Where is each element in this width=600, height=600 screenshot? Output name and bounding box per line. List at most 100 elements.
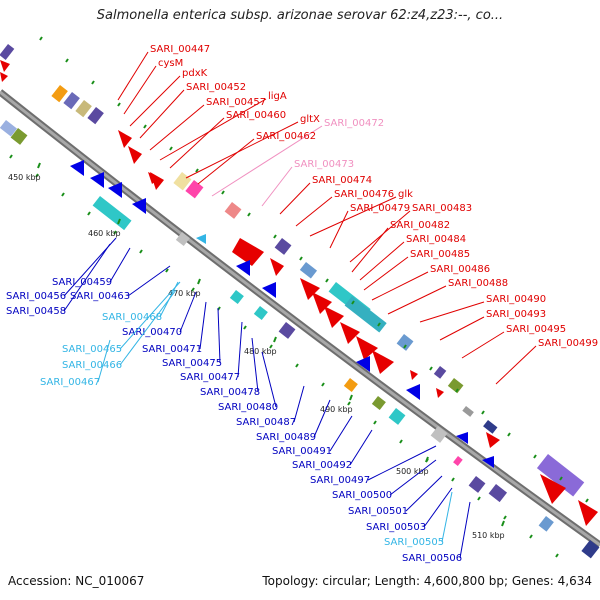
gene-label[interactable]: cysM [158,58,183,69]
gene-label[interactable]: SARI_00476 [334,189,394,200]
gene-label[interactable]: SARI_00459 [52,277,112,288]
scale-label: 450 kbp [8,173,41,182]
feature-block [92,196,132,231]
gene-label[interactable]: SARI_00460 [226,110,286,121]
feature-block [371,396,386,411]
label-leader-line [117,51,149,101]
gene-label[interactable]: gltX [300,114,320,125]
feature-arrow [482,456,494,468]
label-leader-line [405,475,443,512]
gene-label[interactable]: SARI_00474 [312,175,372,186]
gene-label[interactable]: SARI_00463 [70,291,130,302]
gene-label[interactable]: SARI_00473 [294,159,354,170]
minor-tick [477,496,481,501]
minor-tick [143,124,147,129]
gene-label[interactable]: SARI_00489 [256,432,316,443]
label-leader-line [123,65,157,115]
label-leader-line [169,117,225,169]
feature-arrow [312,292,332,314]
gene-label[interactable]: SARI_00475 [162,358,222,369]
feature-block [483,420,498,434]
minor-tick [555,553,559,558]
gene-label[interactable]: SARI_00493 [486,309,546,320]
feature-block [299,261,318,279]
label-leader-line [127,265,171,297]
minor-tick [65,58,69,63]
gene-label[interactable]: SARI_00466 [62,360,122,371]
gene-label[interactable]: SARI_00483 [412,203,472,214]
gene-label[interactable]: SARI_00470 [122,327,182,338]
gene-label[interactable]: SARI_00457 [206,97,266,108]
scale-tick [37,162,41,169]
gene-label[interactable]: SARI_00452 [186,82,246,93]
feature-block [0,120,18,137]
gene-label[interactable]: SARI_00497 [310,475,370,486]
minor-tick [191,287,195,292]
feature-arrow [70,160,84,176]
feature-block [63,92,80,110]
minor-tick [451,477,455,482]
gene-label[interactable]: pdxK [182,68,208,79]
label-leader-line [293,385,305,423]
gene-label[interactable]: SARI_00484 [406,234,466,245]
feature-block [388,408,406,425]
gene-label[interactable]: SARI_00471 [142,344,202,355]
minor-tick [585,498,589,503]
gene-label[interactable]: SARI_00488 [448,278,508,289]
gene-label[interactable]: SARI_00465 [62,344,122,355]
feature-block [75,100,92,118]
feature-arrow [90,172,104,188]
gene-label[interactable]: SARI_00495 [506,324,566,335]
gene-label[interactable]: SARI_00480 [218,402,278,413]
map-title: Salmonella enterica subsp. arizonae sero… [96,8,504,23]
minor-tick [403,344,407,349]
accession-label: Accession: NC_010067 [8,574,145,588]
gene-label[interactable]: glk [398,189,413,200]
gene-label[interactable]: SARI_00456 [6,291,66,302]
label-leader-line [423,487,453,528]
gene-label[interactable]: SARI_00467 [40,377,100,388]
gene-label[interactable]: SARI_00479 [350,203,410,214]
minor-tick [243,325,247,330]
feature-block [581,539,600,559]
gene-label[interactable]: SARI_00499 [538,338,598,349]
feature-block [488,484,508,503]
gene-label[interactable]: ligA [268,91,287,102]
feature-block [462,405,474,417]
label-leader-line [139,89,185,139]
gene-label[interactable]: SARI_00500 [332,490,392,501]
gene-label[interactable]: SARI_00506 [402,553,462,564]
label-leader-line [461,331,505,359]
gene-label[interactable]: SARI_00468 [102,312,162,323]
gene-label[interactable]: SARI_00447 [150,44,210,55]
minor-tick [429,366,433,371]
label-leader-line [295,196,333,227]
gene-label[interactable]: SARI_00482 [390,220,450,231]
gene-label[interactable]: SARI_00472 [324,118,384,129]
gene-label[interactable]: SARI_00492 [292,460,352,471]
gene-label[interactable]: SARI_00490 [486,294,546,305]
label-leader-line [109,247,131,283]
feature-block [343,377,358,393]
label-leader-line [349,210,411,263]
gene-label[interactable]: SARI_00491 [272,446,332,457]
gene-label[interactable]: SARI_00505 [384,537,444,548]
gene-label[interactable]: SARI_00462 [256,131,316,142]
scale-tick [197,278,201,285]
gene-label[interactable]: SARI_00501 [348,506,408,517]
label-leader-line [329,210,349,249]
scale-tick [349,394,353,401]
minor-tick [35,173,39,178]
gene-label[interactable]: SARI_00503 [366,522,426,533]
gene-label[interactable]: SARI_00485 [410,249,470,260]
label-leader-line [217,307,221,364]
label-leader-line [309,196,397,237]
minor-tick [503,515,507,520]
gene-label[interactable]: SARI_00487 [236,417,296,428]
gene-label[interactable]: SARI_00458 [6,306,66,317]
gene-label[interactable]: SARI_00478 [200,387,260,398]
minor-tick [91,80,95,85]
gene-label[interactable]: SARI_00477 [180,372,240,383]
feature-block [538,515,554,532]
gene-label[interactable]: SARI_00486 [430,264,490,275]
